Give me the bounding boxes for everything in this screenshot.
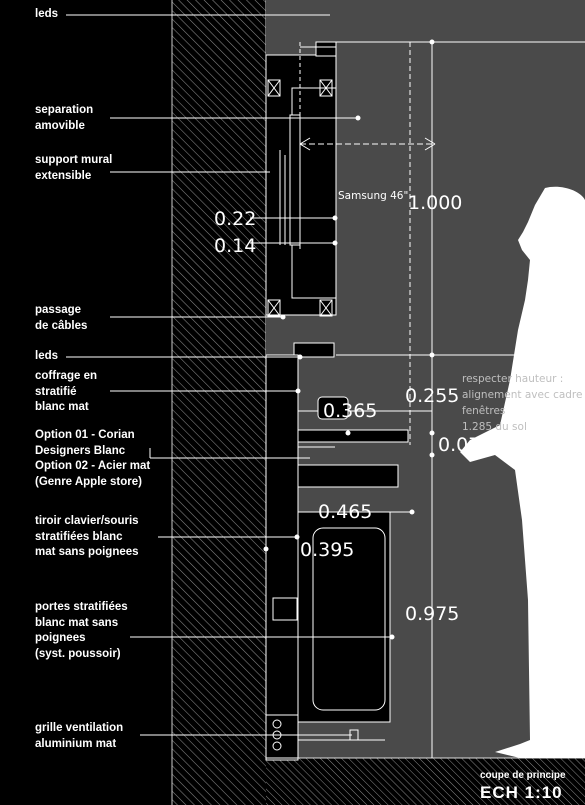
dim-1000: 1.000 — [408, 192, 463, 214]
dim-014: 0.14 — [214, 235, 257, 257]
label-passage: passage de câbles — [35, 304, 88, 332]
leader-dots — [263, 39, 435, 640]
dim-0395: 0.395 — [300, 539, 355, 561]
label-support: support mural extensible — [35, 154, 113, 182]
wall-section — [172, 0, 266, 805]
desk-unit — [265, 342, 409, 761]
dim-0975: 0.975 — [405, 603, 460, 625]
person-silhouette — [460, 186, 585, 758]
dim-022: 0.22 — [214, 208, 257, 230]
leader-lines — [66, 14, 392, 736]
label-separation: separation amovible — [35, 104, 94, 132]
label-grille: grille ventilation aluminium mat — [35, 722, 124, 750]
dim-0365: 0.365 — [323, 400, 378, 422]
label-tiroir: tiroir clavier/souris stratifiées blanc … — [35, 515, 139, 558]
dim-0255: 0.255 — [405, 385, 460, 407]
dim-0070: 0.070 — [438, 434, 493, 456]
label-leds-mid: leds — [35, 350, 59, 362]
height-note: respecter hauteur : alignement avec cadr… — [462, 373, 583, 433]
title-caption: coupe de principe — [480, 770, 566, 781]
label-option: Option 01 - Corian Designers Blanc Optio… — [35, 429, 151, 488]
label-leds-top: leds — [35, 8, 59, 20]
tv-unit — [265, 41, 337, 317]
title-scale: ECH 1:10 — [480, 783, 563, 802]
label-coffrage: coffrage en stratifié blanc mat — [35, 370, 97, 413]
dim-0465: 0.465 — [318, 501, 373, 523]
floor-section — [266, 758, 585, 805]
label-portes: portes stratifiées blanc mat sans poigne… — [35, 601, 128, 660]
screen-label: Samsung 46" — [338, 190, 409, 202]
